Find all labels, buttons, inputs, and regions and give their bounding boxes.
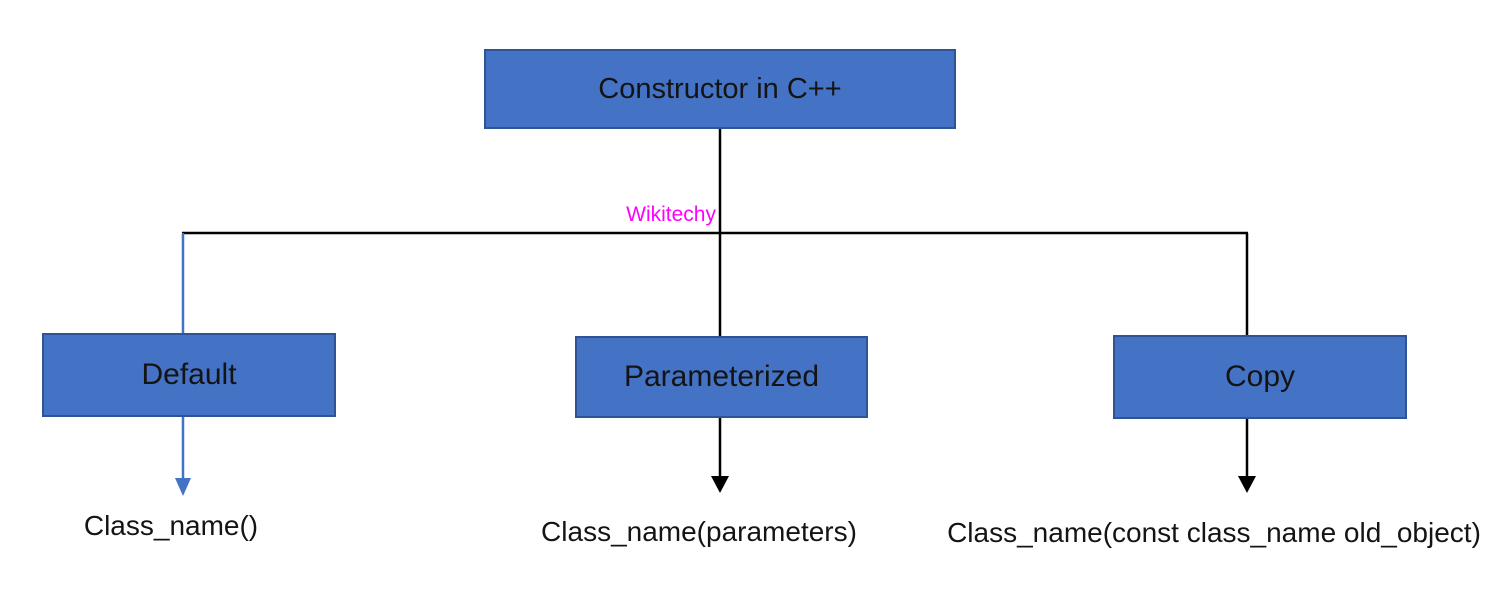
branch-node-label: Default: [141, 358, 237, 391]
root-node-constructor: Constructor in C++: [484, 49, 956, 129]
root-node-label: Constructor in C++: [598, 72, 842, 105]
default-arrowhead: [175, 478, 191, 496]
branch-node-default: Default: [42, 333, 336, 417]
branch-node-label: Copy: [1224, 360, 1296, 393]
branch-node-label: Parameterized: [623, 360, 820, 393]
branch-node-copy: Copy: [1113, 335, 1407, 419]
copy-arrowhead: [1238, 476, 1256, 493]
watermark-text: Wikitechy: [626, 203, 716, 226]
code-label-default: Class_name(): [83, 510, 259, 541]
code-label-copy: Class_name(const class_name old_object): [947, 517, 1481, 548]
parameterized-arrowhead: [711, 476, 729, 493]
code-label-parameterized: Class_name(parameters): [541, 516, 857, 547]
branch-node-parameterized: Parameterized: [575, 336, 868, 418]
